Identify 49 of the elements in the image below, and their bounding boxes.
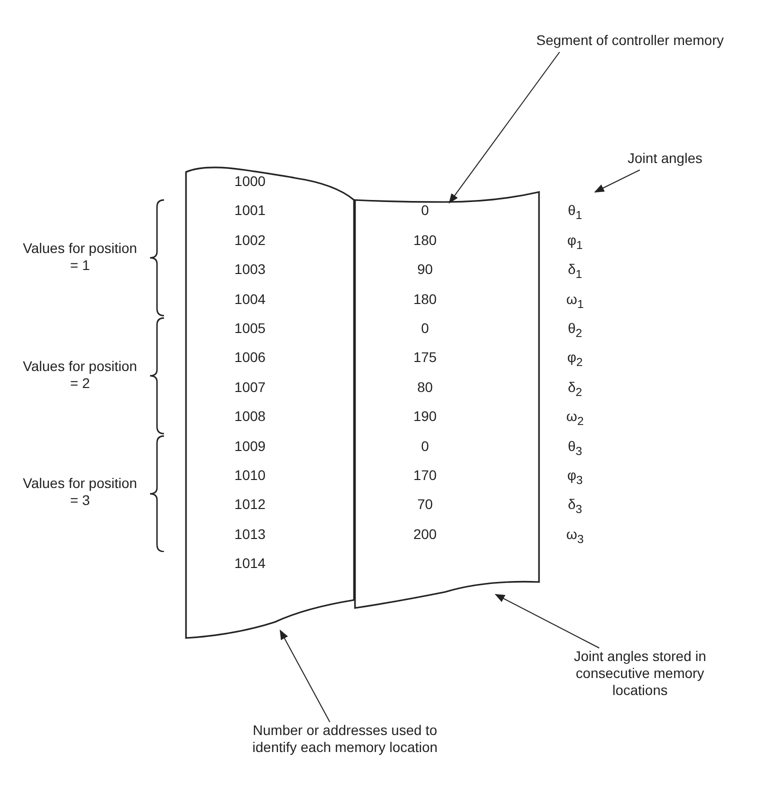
callout-text: Number or addresses used to identify each memory location [250,722,440,776]
address-number: 1009 [233,436,267,455]
angle-symbol: φ$_{2}$ [566,348,584,372]
angle-symbol: δ$_{3}$ [566,495,584,518]
angle-symbol: δ$_{2}$ [566,378,584,401]
position-label: Values for position = 2 [22,358,138,392]
callout-text: Segment of controller memory [520,32,740,52]
stored-value: 180 [412,290,438,308]
address-number: 1013 [233,524,267,543]
stored-value: 170 [412,466,438,484]
address-number: 1008 [233,407,267,426]
stored-value: 175 [412,348,438,366]
angle-symbol: δ$_{1}$ [566,260,584,283]
angle-symbol: θ$_{2}$ [566,319,584,342]
stored-value: 0 [420,436,430,455]
angle-symbol: ω$_{2}$ [565,407,585,430]
leader-line [280,630,330,722]
address-number: 1002 [233,230,267,249]
address-number: 1007 [233,378,267,396]
stored-value: 80 [416,378,434,396]
stored-value: 70 [416,495,434,514]
leader-line [594,170,640,192]
stored-value: 180 [412,230,438,249]
callout-text: Joint angles [605,150,725,170]
position-label: Values for position = 1 [22,240,138,274]
stored-value: 90 [416,260,434,278]
angle-symbol: θ$_{1}$ [566,201,584,224]
angle-symbol: ω$_{3}$ [565,524,585,548]
address-number: 1003 [233,260,267,278]
address-number: 1006 [233,348,267,366]
stored-value: 0 [420,319,430,337]
angle-symbol: φ$_{3}$ [566,466,584,489]
stored-value: 0 [420,201,430,220]
address-number: 1014 [233,554,267,572]
address-number: 1000 [233,172,267,190]
stored-value: 200 [412,524,438,543]
leader-line [494,594,600,648]
position-label: Values for position = 3 [22,475,138,510]
address-number: 1012 [233,495,267,514]
callout-text: Joint angles stored in consecutive memory locations [555,648,725,702]
address-number: 1005 [233,319,267,337]
angle-symbol: φ$_{1}$ [566,230,584,254]
stored-value: 190 [412,407,438,426]
angle-symbol: θ$_{3}$ [566,436,584,460]
address-number: 1010 [233,466,267,484]
leader-line [448,52,560,204]
address-number: 1004 [233,290,267,308]
angle-symbol: ω$_{1}$ [565,290,585,312]
address-number: 1001 [233,201,267,220]
